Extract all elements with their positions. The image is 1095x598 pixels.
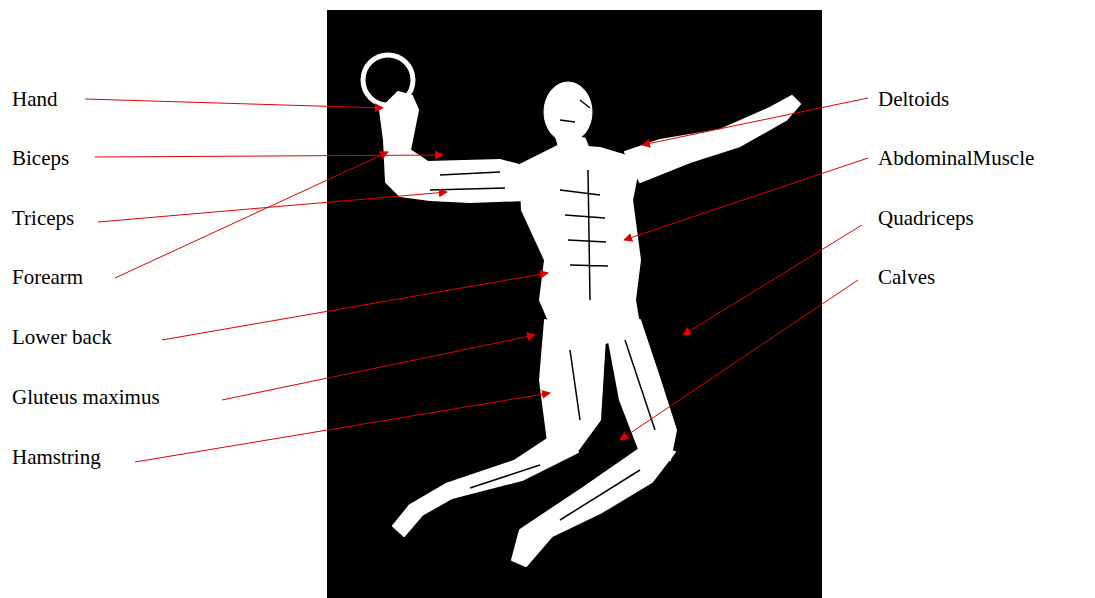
extended-arm <box>625 96 800 182</box>
leader-lines <box>85 98 868 462</box>
leader-line <box>162 273 548 340</box>
leader-line <box>135 393 550 462</box>
part-label: Hamstring <box>12 444 101 470</box>
leader-line <box>624 158 868 240</box>
leader-line <box>98 192 447 222</box>
part-label: Triceps <box>12 205 74 231</box>
leader-line <box>683 225 862 335</box>
shin-lines <box>470 465 640 520</box>
abdominal-lines <box>560 170 608 300</box>
leader-line <box>85 99 383 108</box>
muscle-detail <box>430 100 655 520</box>
part-label: Gluteus maximus <box>12 384 160 410</box>
straight-shin <box>512 445 675 566</box>
leader-line <box>95 155 443 157</box>
part-label: AbdominalMuscle <box>878 145 1034 171</box>
leader-line <box>222 335 535 400</box>
leader-line <box>620 280 858 440</box>
straight-thigh <box>605 320 676 460</box>
part-label: Biceps <box>12 145 69 171</box>
part-label: Forearm <box>12 264 83 290</box>
part-label: Calves <box>878 264 935 290</box>
face-lines <box>560 100 590 122</box>
arm-lines <box>430 172 505 190</box>
part-label: Hand <box>12 86 58 112</box>
athlete-figure <box>363 55 800 566</box>
black-panel <box>327 10 822 598</box>
leader-line <box>642 98 868 145</box>
part-label: Quadriceps <box>878 205 974 231</box>
raised-arm <box>380 92 530 202</box>
leader-line <box>115 152 388 278</box>
part-label: Deltoids <box>878 86 949 112</box>
torso <box>520 145 640 345</box>
thigh-lines <box>570 340 655 430</box>
head <box>544 82 592 142</box>
part-label: Lower back <box>12 324 112 350</box>
bent-thigh <box>540 320 605 450</box>
